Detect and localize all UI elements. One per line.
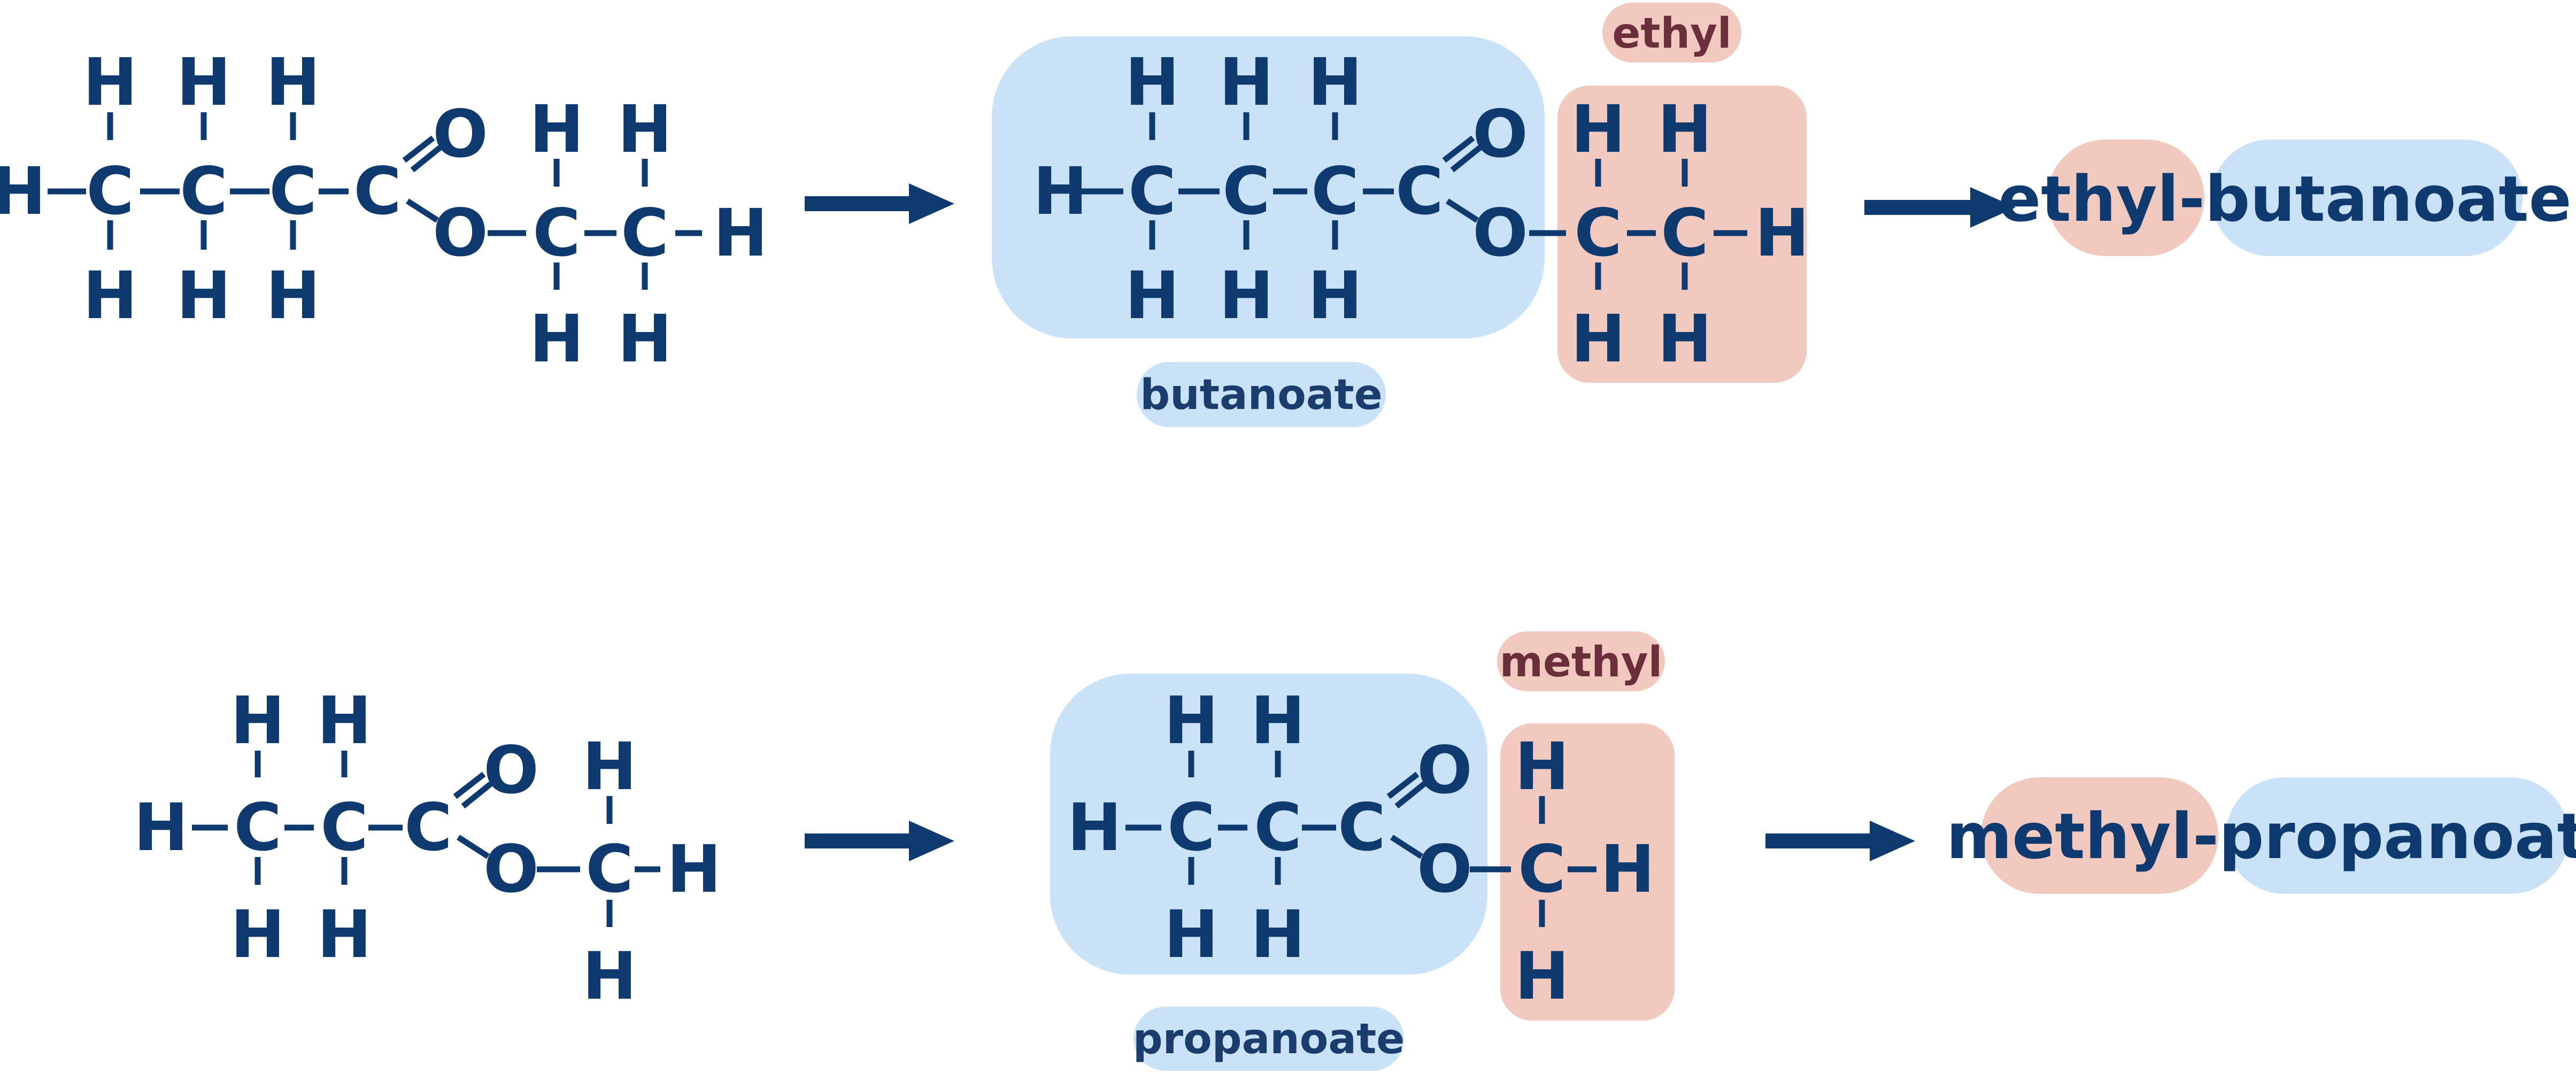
atom-hydrogen: H (266, 258, 320, 334)
ester-name-alcohol-part: methyl- (1946, 799, 2219, 873)
atom-hydrogen: H (667, 831, 721, 907)
ester-name-acid-part: propanoate (2219, 799, 2576, 873)
atom-hydrogen: H (317, 897, 372, 972)
atom-hydrogen: H (1125, 44, 1179, 120)
atom-carbon: C (621, 195, 669, 271)
alcohol-part-label: methyl (1500, 638, 1663, 686)
reaction-arrow (805, 821, 954, 861)
atom-hydrogen: H (1033, 153, 1088, 229)
atom-hydrogen: H (1600, 831, 1655, 907)
methyl-propanoate-highlighted-structure: H C C C O O C H H H H H H H (1067, 683, 1655, 1014)
atom-carbon: C (1661, 195, 1709, 271)
atom-carbon: C (1311, 153, 1359, 229)
name-acid-part-pill (2211, 140, 2523, 256)
atom-hydrogen: H (1125, 258, 1179, 334)
atom-oxygen: O (1472, 96, 1528, 172)
atom-carbon: C (1128, 153, 1176, 229)
atom-hydrogen: H (1571, 91, 1625, 167)
atom-hydrogen: H (83, 44, 137, 120)
atom-oxygen: O (433, 96, 488, 172)
acid-part-highlight-box (1050, 674, 1487, 975)
name-acid-part-pill (2226, 777, 2569, 894)
atom-hydrogen: H (1515, 729, 1569, 805)
atom-hydrogen: H (618, 91, 672, 167)
atom-hydrogen: H (230, 683, 285, 759)
atom-carbon: C (269, 153, 317, 229)
atom-hydrogen: H (266, 44, 320, 120)
atom-oxygen: O (483, 831, 539, 907)
atom-oxygen: O (1417, 831, 1472, 907)
atom-hydrogen: H (1571, 301, 1625, 377)
atom-carbon: C (404, 790, 452, 866)
atom-carbon: C (234, 790, 282, 866)
atom-carbon: C (1395, 153, 1444, 229)
ester-name-alcohol-part: ethyl- (1998, 162, 2205, 236)
atom-hydrogen: H (230, 897, 285, 972)
atom-hydrogen: H (1308, 44, 1362, 120)
atom-hydrogen: H (176, 44, 231, 120)
atom-hydrogen: H (618, 301, 672, 377)
atom-hydrogen: H (176, 258, 231, 334)
atom-oxygen: O (1472, 195, 1528, 271)
acid-part-label: butanoate (1140, 371, 1382, 419)
alcohol-part-highlight-box (1557, 86, 1807, 383)
reaction-arrow (1864, 187, 2016, 228)
atom-hydrogen: H (1308, 258, 1362, 334)
acid-part-highlight-box (992, 36, 1545, 338)
alcohol-part-label-pill (1602, 3, 1741, 63)
atom-carbon: C (533, 195, 581, 271)
atom-carbon: C (1167, 790, 1215, 866)
name-alcohol-part-pill (1981, 777, 2218, 894)
atom-hydrogen: H (1219, 44, 1274, 120)
atom-hydrogen: H (1251, 683, 1305, 759)
atom-hydrogen: H (1164, 897, 1218, 972)
atom-hydrogen: H (529, 91, 584, 167)
atom-carbon: C (1222, 153, 1270, 229)
atom-carbon: C (86, 153, 134, 229)
atom-hydrogen: H (1067, 790, 1122, 866)
atom-hydrogen: H (134, 790, 188, 866)
acid-part-label-pill (1133, 1007, 1404, 1071)
atom-carbon: C (180, 153, 228, 229)
atom-oxygen: O (483, 732, 539, 808)
methyl-propanoate-structure: H C C C O O C H H H H H H H (134, 683, 721, 1014)
atom-oxygen: O (433, 195, 488, 271)
reaction-arrow (805, 183, 954, 224)
atom-hydrogen: H (1657, 91, 1712, 167)
atom-hydrogen: H (83, 258, 137, 334)
atom-hydrogen: H (0, 153, 46, 229)
alcohol-part-label-pill (1497, 631, 1665, 691)
atom-carbon: C (1338, 790, 1386, 866)
reaction-arrow (1765, 821, 1915, 861)
atom-carbon: C (1254, 790, 1302, 866)
atom-hydrogen: H (1251, 897, 1305, 972)
atom-hydrogen: H (1164, 683, 1218, 759)
atom-hydrogen: H (582, 938, 637, 1014)
atom-hydrogen: H (1657, 301, 1712, 377)
atom-hydrogen: H (582, 729, 637, 805)
atom-oxygen: O (1417, 732, 1472, 808)
atom-hydrogen: H (713, 195, 768, 271)
ester-name-acid-part: butanoate (2205, 162, 2572, 236)
atom-hydrogen: H (529, 301, 584, 377)
atom-carbon: C (1574, 195, 1622, 271)
atom-carbon: C (1518, 831, 1566, 907)
atom-carbon: C (585, 831, 634, 907)
ethyl-butanoate-highlighted-structure: H C C C C O O C C H H H H H H H H H H H (1033, 44, 1809, 377)
ethyl-butanoate-structure: H C C C C O O C C H H H H H H H H H H H (0, 44, 768, 377)
acid-part-label-pill (1137, 362, 1386, 427)
atom-hydrogen: H (1219, 258, 1274, 334)
atom-hydrogen: H (1755, 195, 1809, 271)
atom-hydrogen: H (317, 683, 372, 759)
alcohol-part-label: ethyl (1612, 10, 1731, 58)
acid-part-label: propanoate (1133, 1015, 1405, 1063)
atom-carbon: C (353, 153, 402, 229)
name-alcohol-part-pill (2047, 140, 2204, 256)
atom-carbon: C (320, 790, 368, 866)
atom-hydrogen: H (1515, 938, 1569, 1014)
